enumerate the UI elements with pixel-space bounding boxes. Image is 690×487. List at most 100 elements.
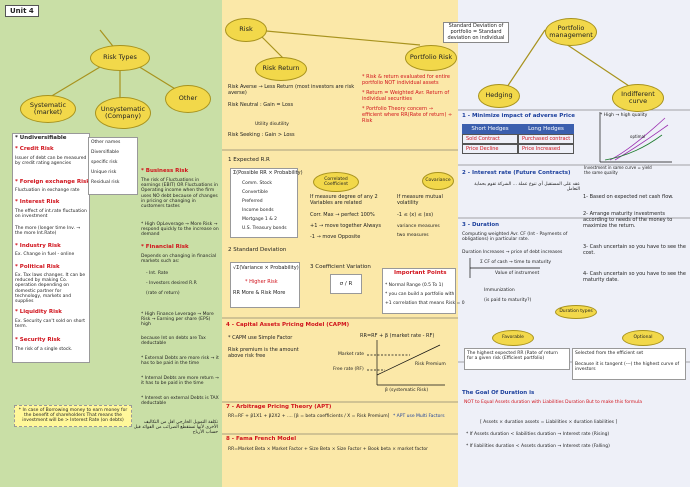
- borrow-note: * In case of Borrowing money to earn mon…: [14, 405, 132, 427]
- external-debts-note: * External Debts are more risk → it has …: [141, 356, 219, 367]
- interest-external-note: * Interest on external Debts is TAX dedu…: [141, 396, 219, 407]
- utility-label: Utility disutility: [255, 122, 289, 127]
- important-head: Important Points: [394, 270, 447, 276]
- er-item: Convertible: [242, 190, 268, 195]
- favorable-box: [464, 348, 570, 370]
- unit-title: Unit 4: [5, 5, 39, 18]
- hedge-cell: Purchased contract: [518, 134, 574, 144]
- cov-item: variance measures: [397, 224, 440, 229]
- corr-item: -1 → move Opposite: [310, 234, 361, 240]
- portfolio-column: [458, 0, 690, 487]
- undiversifiable-label: * Undiversifiable: [15, 135, 67, 141]
- security-risk-head: * Security Risk: [15, 337, 61, 343]
- correlated-node: Correlated Coefficient: [313, 172, 359, 192]
- unsys-name: specific risk: [91, 160, 118, 165]
- liquidity-risk-head: * Liquidity Risk: [15, 309, 62, 315]
- financial-risk-head: * Financial Risk: [141, 244, 189, 250]
- duration-body: Computing weighted Avr. CF (Int - Paymen…: [462, 232, 568, 243]
- duration-increase: Duration Increases → price of debt incre…: [462, 250, 563, 255]
- fx-risk-body: Fluctuation in exchange rate: [15, 188, 80, 193]
- goal-line-2: [ Assets × duration assets = Liabilities…: [480, 420, 618, 425]
- hedge-cell: Price Decline: [462, 144, 518, 154]
- corr-item: If measure degree of any 2 Variables are…: [310, 194, 378, 206]
- cv-formula: σ / R: [330, 274, 362, 294]
- credit-risk-body: Issuer of debt can be measured by credit…: [15, 156, 87, 167]
- optional-sub: Because it is tangent (---) the highest …: [575, 362, 680, 373]
- important-item: * Normal Range (0.5 To 1): [385, 283, 444, 288]
- minimize-head: 1 - Minimize impact of adverse Price: [462, 113, 575, 119]
- covariance-node: Covariance: [422, 172, 454, 190]
- unsys-name: Diversifiable: [91, 150, 120, 155]
- favorable-node: Favorable: [492, 330, 534, 346]
- interest-risk-body: The effect of int.rate fluctuation on in…: [15, 209, 87, 220]
- goal-line-4: * If liabilities duration < Assets durat…: [466, 444, 610, 449]
- duration-bullet: 2- Arrange maturity investments accordin…: [583, 211, 673, 229]
- risk-return-node: Risk Return: [255, 57, 307, 81]
- hedge-cell: Sold Contract: [462, 134, 518, 144]
- cov-item: If measure mutual volatility: [397, 194, 443, 206]
- cv-head: 3 Coefficient Variation: [310, 264, 371, 270]
- apt-note: * APT use Multi Factors: [393, 414, 445, 419]
- capm-head: 4 - Capital Assets Pricing Model (CAPM): [226, 322, 350, 328]
- capm-formula: RR=RF + β (market rate - RF): [360, 333, 435, 339]
- optional-box: [572, 348, 686, 380]
- important-box: [382, 268, 456, 314]
- indifferent-curve-node: Indifferent curve: [612, 84, 664, 112]
- business-risk-body: The risk of Fluctuations in earnings (EB…: [141, 178, 218, 209]
- optional-node: Optional: [622, 330, 664, 346]
- beta-label: β (systematic Risk): [385, 388, 429, 393]
- internal-debts-note: * Internal Debts are more return → it ha…: [141, 376, 219, 387]
- sd-portfolio-note: Standard Deviation of portfolio = Standa…: [443, 22, 509, 44]
- portfolio-note-2: * Return = Weighted Avr. Return of indiv…: [362, 90, 450, 102]
- unsys-name: Other names: [91, 140, 121, 145]
- credit-risk-head: * Credit Risk: [15, 146, 54, 152]
- duration-types-node: Duration types: [555, 305, 597, 319]
- goal-line-1: NOT to Equal Assets duration with Liabil…: [464, 400, 642, 405]
- other-node: Other: [165, 85, 211, 113]
- financial-risk-body: Depends on changing in financial markets…: [141, 254, 217, 265]
- paid-question: (is paid to maturity?): [484, 298, 532, 303]
- duration-bullet: 3- Cash uncertain so you have to see the…: [583, 244, 686, 256]
- unsys-name: Unique risk: [91, 170, 117, 175]
- business-note: * High OpLeverage → More Risk → respond …: [141, 222, 219, 238]
- risk-seeking: Risk Seeking : Gain > Loss: [228, 132, 295, 138]
- industry-risk-body: Ex. Change in fuel - online: [15, 252, 75, 257]
- cov-item: two measures: [397, 233, 429, 238]
- long-hedges-header: Long Hedges: [518, 124, 574, 134]
- portfolio-note-3: * Portfolio Theory concern → efficient w…: [362, 106, 453, 124]
- hedge-cell: Price Increased: [518, 144, 574, 154]
- important-item: * you can build a portfolio with: [385, 292, 455, 297]
- important-item: +1 correlation that means Risk = 0: [385, 301, 465, 306]
- capm-note-1: * CAPM use Simple Factor: [228, 335, 293, 341]
- favorable-text: The highest expected RR (Rate of return …: [467, 351, 558, 362]
- security-risk-body: The risk of a single stock.: [15, 347, 73, 352]
- business-risk-head: * Business Risk: [141, 168, 189, 174]
- interest-rate-head: 2 - Interest rate (Future Contracts): [462, 170, 571, 176]
- free-rate-label: Free rate (RF): [333, 367, 364, 372]
- goal-head: The Goal Of Duration is: [462, 390, 535, 396]
- corr-item: Corr. Max → perfect 100%: [310, 212, 375, 218]
- interest-rate-arabic: عقد على المستقبل أي تنوع عملة ... الشركة…: [474, 182, 580, 193]
- systematic-list: [12, 133, 90, 363]
- fama-french-formula: RR=Market Beta × Market Factor + Size Be…: [228, 447, 428, 452]
- unsys-name: Residual risk: [91, 180, 120, 185]
- corr-item: +1 → move together Always: [310, 223, 381, 229]
- immunization-label: Immunization: [484, 288, 515, 293]
- sd-box: [230, 262, 300, 308]
- risk-types-node: Risk Types: [90, 45, 150, 71]
- high-quality-note: * High → high quality: [600, 113, 648, 118]
- fin-leverage-note: * High Finance Leverage → More Risk → Ea…: [141, 312, 214, 328]
- market-rate-label: Market rate: [338, 352, 365, 357]
- er-item: Income bonds: [242, 208, 274, 213]
- er-formula: Σ(Possible RR × Probability): [233, 170, 303, 176]
- financial-item: - Investors desired R.R: [146, 281, 197, 286]
- optimal-label: optimal: [630, 134, 646, 139]
- sd-formula: √Σ(Variance × Probability): [233, 265, 299, 271]
- financial-item: (rate of return): [146, 291, 180, 296]
- apt-formula: RR=RF + β1X1 + β2X2 + .... [β = beta coe…: [228, 414, 390, 419]
- er-item: Mortgage 1 & 2: [242, 217, 278, 222]
- er-item: Comm. Stock: [242, 181, 272, 186]
- interest-risk-head: * Interest Risk: [15, 199, 60, 205]
- portfolio-risk-node: Portfolio Risk: [405, 45, 457, 71]
